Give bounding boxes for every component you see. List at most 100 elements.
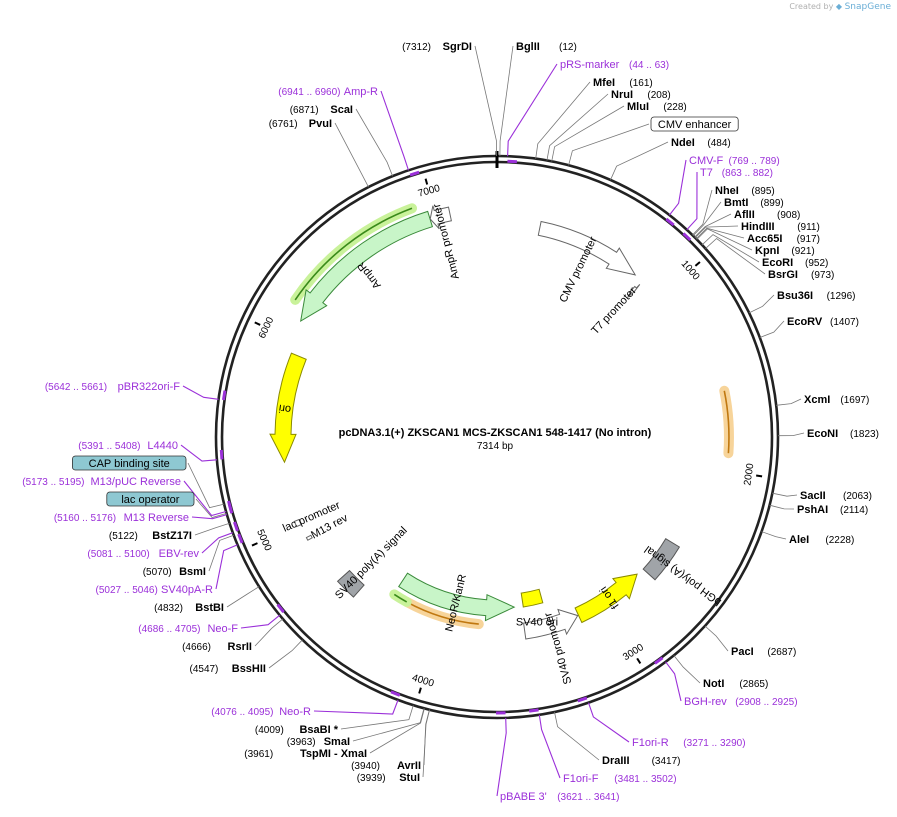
site-label-ecori[interactable]: EcoRI(952) [762, 257, 828, 269]
site-label-mlui[interactable]: MluI(228) [627, 101, 687, 113]
site-label-neo-r[interactable]: Neo-R(4076 .. 4095) [211, 706, 311, 718]
site-label-tspmi-xmai[interactable]: TspMI - XmaI(3961) [244, 748, 367, 760]
snapgene-credit: Created by ◆ SnapGene [789, 2, 891, 12]
primer-mark-sv40pa-r [237, 533, 244, 544]
site-label-rsrii[interactable]: RsrII(4666) [182, 641, 252, 653]
site-label-ebv-rev[interactable]: EBV-rev(5081 .. 5100) [87, 548, 199, 560]
site-pos-bgh-rev: (2908 .. 2925) [735, 697, 797, 708]
site-pos-bmti: (899) [760, 198, 783, 209]
site-label-nhei[interactable]: NheI(895) [715, 185, 775, 197]
leader-bstz17i [194, 522, 230, 536]
site-label-bstbi[interactable]: BstBI(4832) [154, 602, 224, 614]
site-label-bstz17i[interactable]: BstZ17I(5122) [109, 530, 192, 542]
site-label-xcmi[interactable]: XcmI(1697) [804, 394, 869, 406]
site-label-mfei[interactable]: MfeI(161) [593, 77, 653, 89]
site-label-f1ori-r[interactable]: F1ori-R(3271 .. 3290) [632, 737, 746, 749]
primer-mark-neo-r [390, 690, 401, 697]
site-label-t7[interactable]: T7(863 .. 882) [700, 167, 773, 179]
site-label-amp-r[interactable]: Amp-R(6941 .. 6960) [278, 86, 378, 98]
site-label-m13-reverse[interactable]: M13 Reverse(5160 .. 5176) [54, 512, 189, 524]
site-label-bgh-rev[interactable]: BGH-rev(2908 .. 2925) [684, 696, 798, 708]
site-label-nrui[interactable]: NruI(208) [611, 89, 671, 101]
site-pos-amp-r: (6941 .. 6960) [278, 87, 340, 98]
feature-t7-promoter[interactable] [627, 284, 641, 298]
site-label-bsabi[interactable]: BsaBI *(4009) [255, 724, 339, 736]
leader-ebv-rev [201, 532, 233, 554]
site-label-bsrgi[interactable]: BsrGI(973) [768, 269, 834, 281]
site-pos-ndei: (484) [707, 138, 730, 149]
site-pos-bglii: (12) [559, 42, 577, 53]
feature-lac-promoter[interactable] [293, 518, 302, 528]
site-label-lac-operator[interactable]: lac operator [106, 491, 195, 507]
site-label-f1ori-f[interactable]: F1ori-F(3481 .. 3502) [563, 773, 677, 785]
site-label-paci[interactable]: PacI(2687) [731, 646, 796, 658]
site-label-cmv-enhancer[interactable]: CMV enhancer [650, 116, 739, 132]
site-label-sacii[interactable]: SacII(2063) [800, 490, 872, 502]
site-label-prs-marker[interactable]: pRS-marker(44 .. 63) [560, 59, 669, 71]
tick-mark-3000 [636, 657, 642, 664]
site-pos-pbabe-3: (3621 .. 3641) [557, 792, 619, 803]
site-pos-bstz17i: (5122) [109, 531, 138, 542]
site-label-pbr322ori-f[interactable]: pBR322ori-F(5642 .. 5661) [45, 381, 180, 393]
site-label-scai[interactable]: ScaI(6871) [290, 104, 353, 116]
site-label-m13-puc-reverse[interactable]: M13/pUC Reverse(5173 .. 5195) [22, 476, 181, 488]
site-label-ecorv[interactable]: EcoRV(1407) [787, 316, 859, 328]
site-label-ndei[interactable]: NdeI(484) [671, 137, 731, 149]
site-label-l4440[interactable]: L4440(5391 .. 5408) [78, 440, 178, 452]
site-label-cmv-f[interactable]: CMV-F(769 .. 789) [689, 155, 780, 167]
site-name-neo-f: Neo-F [207, 623, 238, 635]
leader-scai [355, 108, 393, 177]
feature-ori[interactable] [269, 352, 307, 464]
site-label-sv40pa-r[interactable]: SV40pA-R(5027 .. 5046) [96, 584, 214, 596]
highlight-line-3 [393, 593, 408, 603]
site-name-tspmi-xmai: TspMI - XmaI [300, 748, 367, 760]
site-label-alei[interactable]: AleI(2228) [789, 534, 854, 546]
site-label-noti[interactable]: NotI(2865) [703, 678, 768, 690]
feature-neor-kanr[interactable] [398, 572, 516, 622]
site-label-econi[interactable]: EcoNI(1823) [807, 428, 879, 440]
site-label-bsu36i[interactable]: Bsu36I(1296) [777, 290, 856, 302]
site-label-bglii[interactable]: BglII(12) [516, 41, 577, 53]
feature-sv40-ori[interactable] [520, 588, 544, 608]
tick-mark-1000 [694, 261, 701, 267]
site-label-draiii[interactable]: DraIII(3417) [602, 755, 681, 767]
site-label-bmti[interactable]: BmtI(899) [724, 197, 784, 209]
feature-ampr[interactable] [300, 210, 434, 322]
site-label-avrii[interactable]: AvrII(3940) [351, 760, 421, 772]
feature-highlights [290, 203, 734, 630]
feature-sv40-poly-a-signal[interactable] [336, 569, 365, 598]
site-label-kpni[interactable]: KpnI(921) [755, 245, 815, 257]
site-name-bsrgi: BsrGI [768, 269, 798, 281]
leader-lac-operator [195, 498, 227, 518]
site-label-pshai[interactable]: PshAI(2114) [797, 504, 868, 516]
feature-ampr-promoter[interactable] [429, 205, 452, 230]
feature-f1-ori[interactable] [574, 573, 638, 624]
site-name-lac-operator: lac operator [121, 494, 179, 506]
site-label-bsshii[interactable]: BssHII(4547) [189, 663, 266, 675]
site-label-bsmi[interactable]: BsmI(5070) [143, 566, 206, 578]
site-label-pbabe-3[interactable]: pBABE 3'(3621 .. 3641) [500, 791, 619, 803]
leader-amp-r [380, 90, 410, 171]
site-label-aflii[interactable]: AflII(908) [734, 209, 800, 221]
site-label-pvui[interactable]: PvuI(6761) [269, 118, 332, 130]
site-label-sgrdi[interactable]: SgrDI(7312) [402, 41, 472, 53]
site-pos-ebv-rev: (5081 .. 5100) [87, 549, 149, 560]
feature-label-ori: ori [278, 402, 292, 416]
leader-l4440 [180, 444, 217, 462]
site-pos-bstbi: (4832) [154, 603, 183, 614]
site-name-sv40pa-r: SV40pA-R [161, 584, 213, 596]
site-label-acc65i[interactable]: Acc65I(917) [747, 233, 820, 245]
feature-bgh-poly-a-signal[interactable] [642, 538, 681, 581]
leader-mfei [535, 81, 591, 159]
snapgene-logo-icon: ◆ [835, 2, 843, 11]
feature-m13-rev[interactable] [305, 534, 313, 541]
site-label-stui[interactable]: StuI(3939) [357, 772, 420, 784]
feature-cmv-promoter[interactable] [537, 220, 637, 276]
feature-sv40-promoter[interactable] [523, 608, 579, 640]
site-name-bsu36i: Bsu36I [777, 290, 813, 302]
site-label-smai[interactable]: SmaI(3963) [287, 736, 350, 748]
site-label-cap-binding-site[interactable]: CAP binding site [72, 455, 187, 471]
site-label-hindiii[interactable]: HindIII(911) [741, 221, 820, 233]
site-label-neo-f[interactable]: Neo-F(4686 .. 4705) [138, 623, 238, 635]
primer-mark-pbr322ori-f [222, 390, 227, 401]
